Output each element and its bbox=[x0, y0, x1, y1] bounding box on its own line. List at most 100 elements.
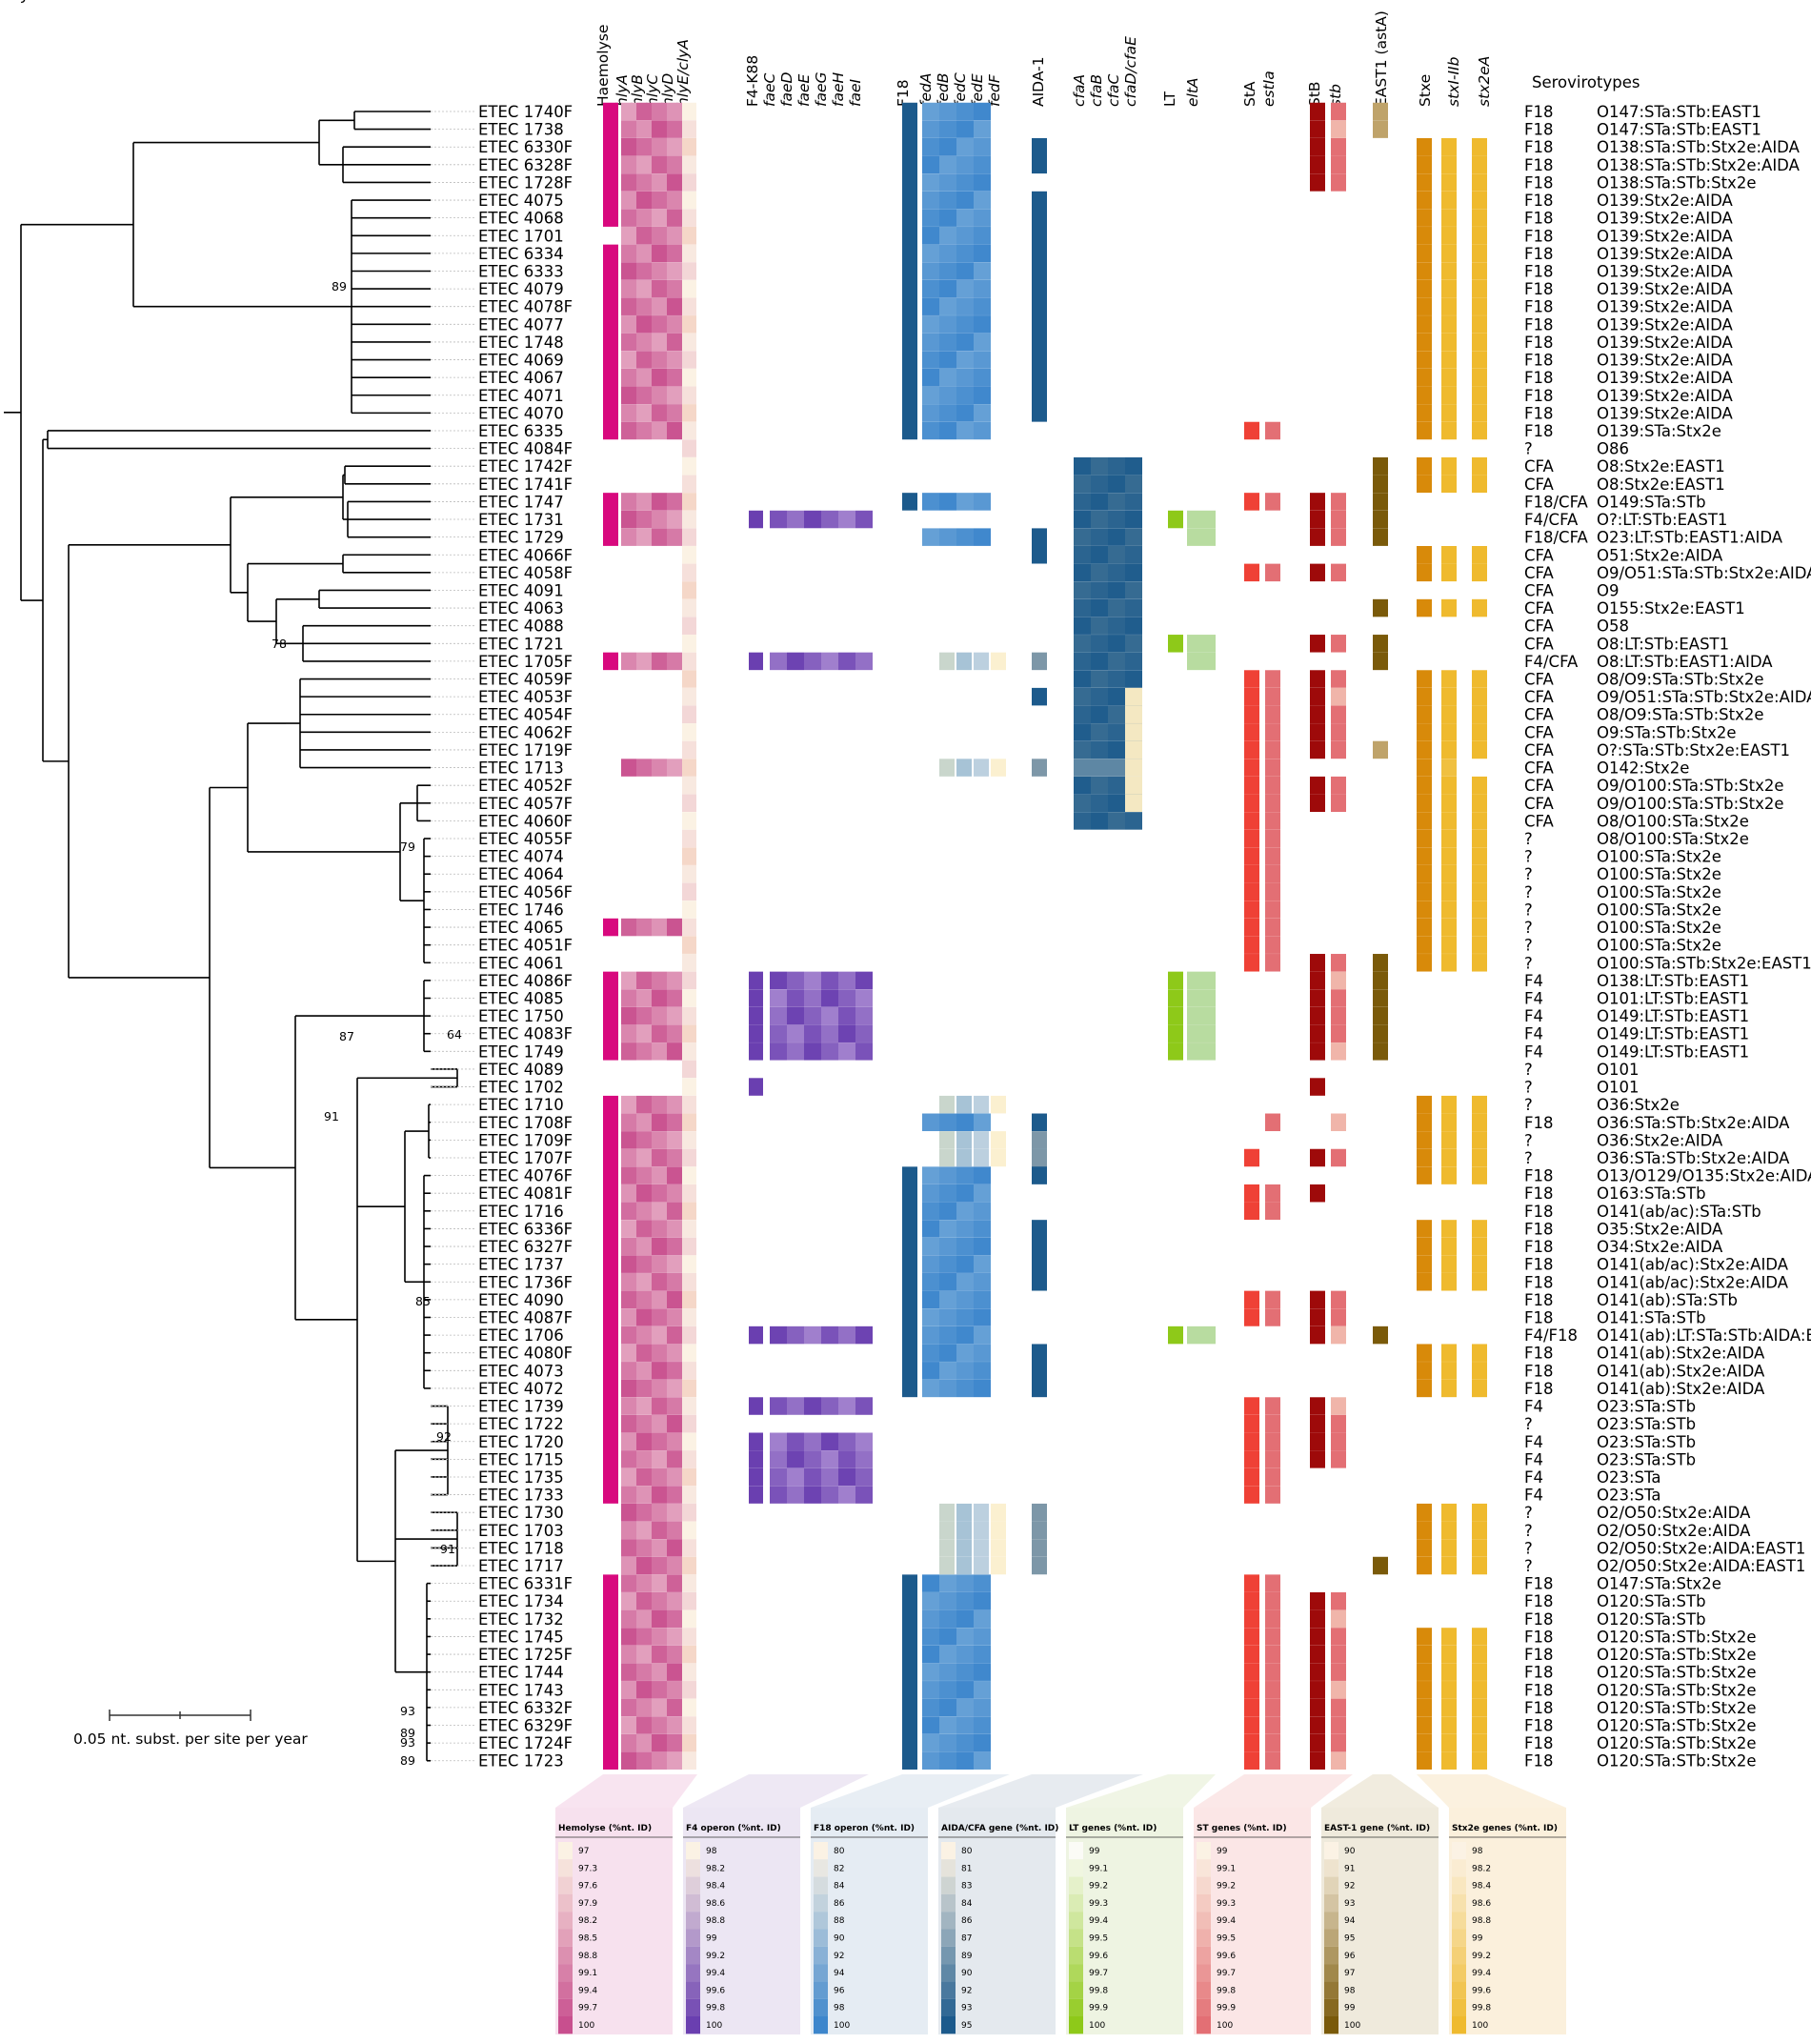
gene-cell bbox=[636, 137, 652, 156]
gene-cell bbox=[922, 1362, 939, 1380]
fimbria-label: CFA bbox=[1524, 635, 1554, 653]
serovirotype-label: O34:Stx2e:AIDA bbox=[1597, 1238, 1723, 1256]
gene-cell bbox=[974, 1308, 991, 1326]
gene-cell bbox=[1417, 563, 1432, 582]
legend-value: 99.1 bbox=[1217, 1864, 1236, 1873]
group-header: Haemolyse bbox=[594, 25, 612, 107]
gene-cell bbox=[1244, 1733, 1259, 1752]
legend-value: 99.2 bbox=[1089, 1882, 1108, 1892]
gene-cell bbox=[974, 1184, 991, 1203]
gene-cell bbox=[922, 1628, 939, 1646]
legend-swatch bbox=[558, 1912, 573, 1930]
fimbria-label: F18 bbox=[1524, 210, 1554, 228]
gene-cell bbox=[1265, 705, 1280, 723]
strain-label: ETEC 1703 bbox=[478, 1522, 564, 1540]
gene-cell bbox=[682, 936, 696, 954]
gene-cell bbox=[652, 528, 667, 546]
gene-cell bbox=[1417, 1095, 1432, 1114]
legend-panel bbox=[1321, 1808, 1439, 2034]
gene-cell bbox=[787, 971, 804, 990]
gene-cell bbox=[667, 1113, 682, 1132]
gene-cell bbox=[1417, 1698, 1432, 1717]
gene-cell bbox=[902, 493, 917, 511]
gene-cell bbox=[621, 1733, 636, 1752]
gene-cell bbox=[682, 617, 696, 635]
gene-cell bbox=[1417, 155, 1432, 174]
gene-cell bbox=[652, 1148, 667, 1167]
gene-cell bbox=[770, 1042, 787, 1061]
fimbria-label: ? bbox=[1524, 1415, 1533, 1433]
gene-cell bbox=[621, 1645, 636, 1664]
strain-label: ETEC 1741F bbox=[478, 476, 573, 494]
gene-cell bbox=[1417, 315, 1432, 334]
gene-cell bbox=[922, 1255, 939, 1273]
gene-cell bbox=[956, 137, 974, 156]
legend-value: 98 bbox=[834, 2004, 845, 2014]
fimbria-label: ? bbox=[1524, 1149, 1533, 1167]
gene-cell bbox=[1310, 687, 1325, 706]
gene-cell bbox=[682, 1503, 696, 1522]
gene-cell bbox=[652, 1663, 667, 1681]
gene-cell bbox=[1417, 1237, 1432, 1256]
gene-cell bbox=[1373, 510, 1388, 529]
serovirotype-label: O138:LT:STb:EAST1 bbox=[1597, 972, 1749, 990]
strain-label: ETEC 1707F bbox=[478, 1149, 573, 1167]
gene-cell bbox=[804, 1450, 821, 1468]
gene-cell bbox=[956, 1751, 974, 1770]
legend-value: 98.8 bbox=[706, 1916, 725, 1926]
gene-cell bbox=[974, 120, 991, 138]
gene-cell bbox=[749, 1450, 763, 1468]
fimbria-label: CFA bbox=[1524, 599, 1554, 617]
gene-cell bbox=[1331, 954, 1346, 972]
gene-cell bbox=[922, 279, 939, 298]
fimbria-label: F18 bbox=[1524, 280, 1554, 298]
strain-label: ETEC 1722 bbox=[478, 1415, 564, 1433]
gene-cell bbox=[939, 1698, 956, 1717]
gene-cell bbox=[956, 209, 974, 227]
legend-connector-fans bbox=[555, 1774, 1566, 1808]
gene-cell bbox=[682, 687, 696, 706]
gene-cell bbox=[974, 652, 989, 671]
bootstrap-value: 91 bbox=[324, 1109, 339, 1123]
gene-cell bbox=[621, 1432, 636, 1450]
gene-cell bbox=[621, 421, 636, 440]
gene-cell bbox=[1441, 351, 1457, 369]
gene-cell bbox=[1373, 989, 1388, 1007]
gene-cell bbox=[1472, 901, 1487, 919]
legend-value: 100 bbox=[834, 2021, 850, 2031]
legend-swatch bbox=[1324, 1946, 1338, 1965]
gene-header: faeE bbox=[795, 74, 813, 107]
gene-cell bbox=[922, 1308, 939, 1326]
legend-value: 98.2 bbox=[578, 1916, 597, 1926]
legend-title: F4 operon (%nt. ID) bbox=[686, 1824, 781, 1833]
gene-cell bbox=[956, 1681, 974, 1699]
gene-cell bbox=[667, 1131, 682, 1149]
gene-cell bbox=[1244, 1290, 1259, 1309]
legend-swatch bbox=[1452, 1876, 1466, 1894]
scale-label: 0.05 nt. subst. per site per year bbox=[73, 1730, 308, 1748]
gene-cell bbox=[667, 1663, 682, 1681]
gene-cell bbox=[682, 954, 696, 972]
gene-cell bbox=[1108, 563, 1125, 582]
gene-cell bbox=[749, 1024, 763, 1042]
gene-cell bbox=[1091, 812, 1108, 830]
legend-title: LT genes (%nt. ID) bbox=[1069, 1824, 1157, 1833]
gene-cell bbox=[621, 1556, 636, 1575]
gene-cell bbox=[1417, 1255, 1432, 1273]
gene-cell bbox=[922, 351, 939, 369]
gene-cell bbox=[667, 1024, 682, 1042]
gene-cell bbox=[636, 120, 652, 138]
gene-cell bbox=[636, 244, 652, 263]
gene-cell bbox=[682, 598, 696, 617]
gene-cell bbox=[939, 1273, 956, 1291]
gene-cell bbox=[1331, 1397, 1346, 1415]
serovirotype-label: O35:Stx2e:AIDA bbox=[1597, 1220, 1723, 1238]
gene-cell bbox=[1441, 1362, 1457, 1380]
gene-cell bbox=[939, 1202, 956, 1221]
strain-label: ETEC 4060F bbox=[478, 812, 573, 830]
gene-cell bbox=[667, 989, 682, 1007]
fimbria-label: F18 bbox=[1524, 1291, 1554, 1309]
gene-cell bbox=[1417, 1166, 1432, 1184]
gene-cell bbox=[956, 1574, 974, 1592]
fimbria-label: CFA bbox=[1524, 759, 1554, 778]
